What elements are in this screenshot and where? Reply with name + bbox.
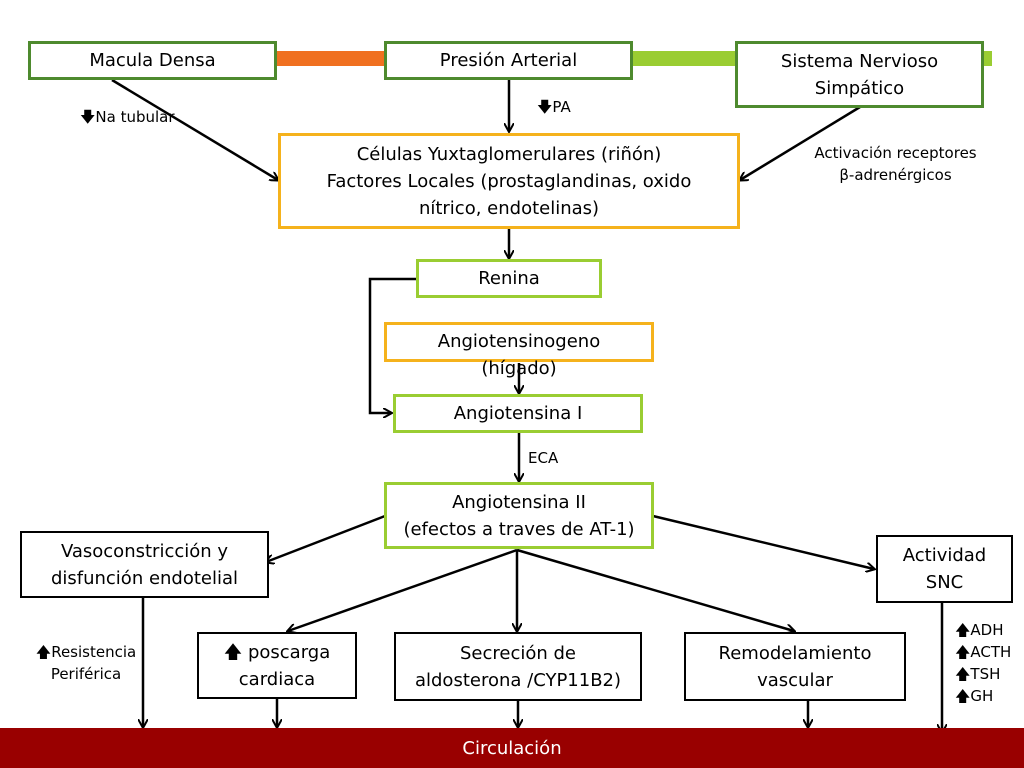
angiotensina-2-box: Angiotensina II (efectos a traves de AT-…	[384, 482, 654, 549]
circulacion-bar: Circulación	[0, 728, 1024, 768]
resistencia-periferica-label: 🡅Resistencia Periférica	[35, 643, 137, 683]
actividad-snc-label: Actividad SNC	[902, 545, 987, 593]
green-connector-bar	[632, 51, 736, 66]
arrow-macula-to-celulas	[111, 78, 278, 180]
activacion-receptores-label: Activación receptores β-adrenérgicos	[814, 144, 977, 184]
sistema-nervioso-label: Sistema Nervioso Simpático	[780, 50, 939, 99]
celulas-label: Células Yuxtaglomerulares (riñón) Factor…	[326, 143, 692, 219]
presion-arterial-label: Presión Arterial	[439, 50, 578, 71]
eca-label: ECA	[528, 449, 559, 467]
actividad-snc-box: Actividad SNC	[876, 535, 1013, 603]
arrow-ang2-to-poscarga	[288, 548, 518, 631]
poscarga-box: 🡅 poscarga cardiaca	[197, 632, 357, 699]
sistema-nervioso-box: Sistema Nervioso Simpático	[735, 41, 984, 108]
vasoconstriccion-box: Vasoconstricción y disfunción endotelial	[20, 531, 269, 598]
renina-box: Renina	[416, 259, 602, 298]
vasoconstriccion-label: Vasoconstricción y disfunción endotelial	[50, 540, 239, 589]
macula-densa-box: Macula Densa	[28, 41, 277, 80]
orange-connector-bar	[276, 51, 386, 66]
angiotensinogeno-box: Angiotensinogeno (hígado)	[384, 322, 654, 379]
green-connector-bar-end	[982, 51, 992, 66]
angiotensina-2-label: Angiotensina II (efectos a traves de AT-…	[403, 491, 635, 540]
arrow-ang2-to-snc	[652, 514, 874, 569]
na-tubular-label: 🡇Na tubular	[80, 108, 175, 126]
arrow-simpatico-to-celulas	[740, 105, 861, 180]
angiotensina-1-box: Angiotensina I	[393, 394, 643, 433]
celulas-yuxtaglomerulares-box: Células Yuxtaglomerulares (riñón) Factor…	[278, 133, 740, 229]
macula-densa-label: Macula Densa	[89, 50, 216, 71]
arrow-ang2-to-remodelamiento	[516, 548, 794, 631]
poscarga-label: 🡅 poscarga cardiaca	[223, 641, 331, 690]
renina-label: Renina	[478, 268, 540, 289]
pa-label: 🡇PA	[537, 98, 571, 116]
arrow-ang2-to-vasoconstriccion	[266, 514, 386, 562]
hormonas-label: 🡅ADH 🡅ACTH 🡅TSH 🡅GH	[955, 621, 1012, 705]
aldosterona-label: Secreción de aldosterona /CYP11B2)	[414, 642, 622, 691]
arrow-renina-to-angiotensina1	[368, 277, 416, 413]
presion-arterial-box: Presión Arterial	[384, 41, 633, 80]
angiotensinogeno-label: Angiotensinogeno (hígado)	[437, 331, 601, 379]
remodelamiento-label: Remodelamiento vascular	[718, 642, 872, 691]
angiotensina-1-label: Angiotensina I	[453, 403, 583, 424]
remodelamiento-box: Remodelamiento vascular	[684, 632, 906, 701]
aldosterona-box: Secreción de aldosterona /CYP11B2)	[394, 632, 642, 701]
circulacion-label: Circulación	[462, 737, 562, 759]
